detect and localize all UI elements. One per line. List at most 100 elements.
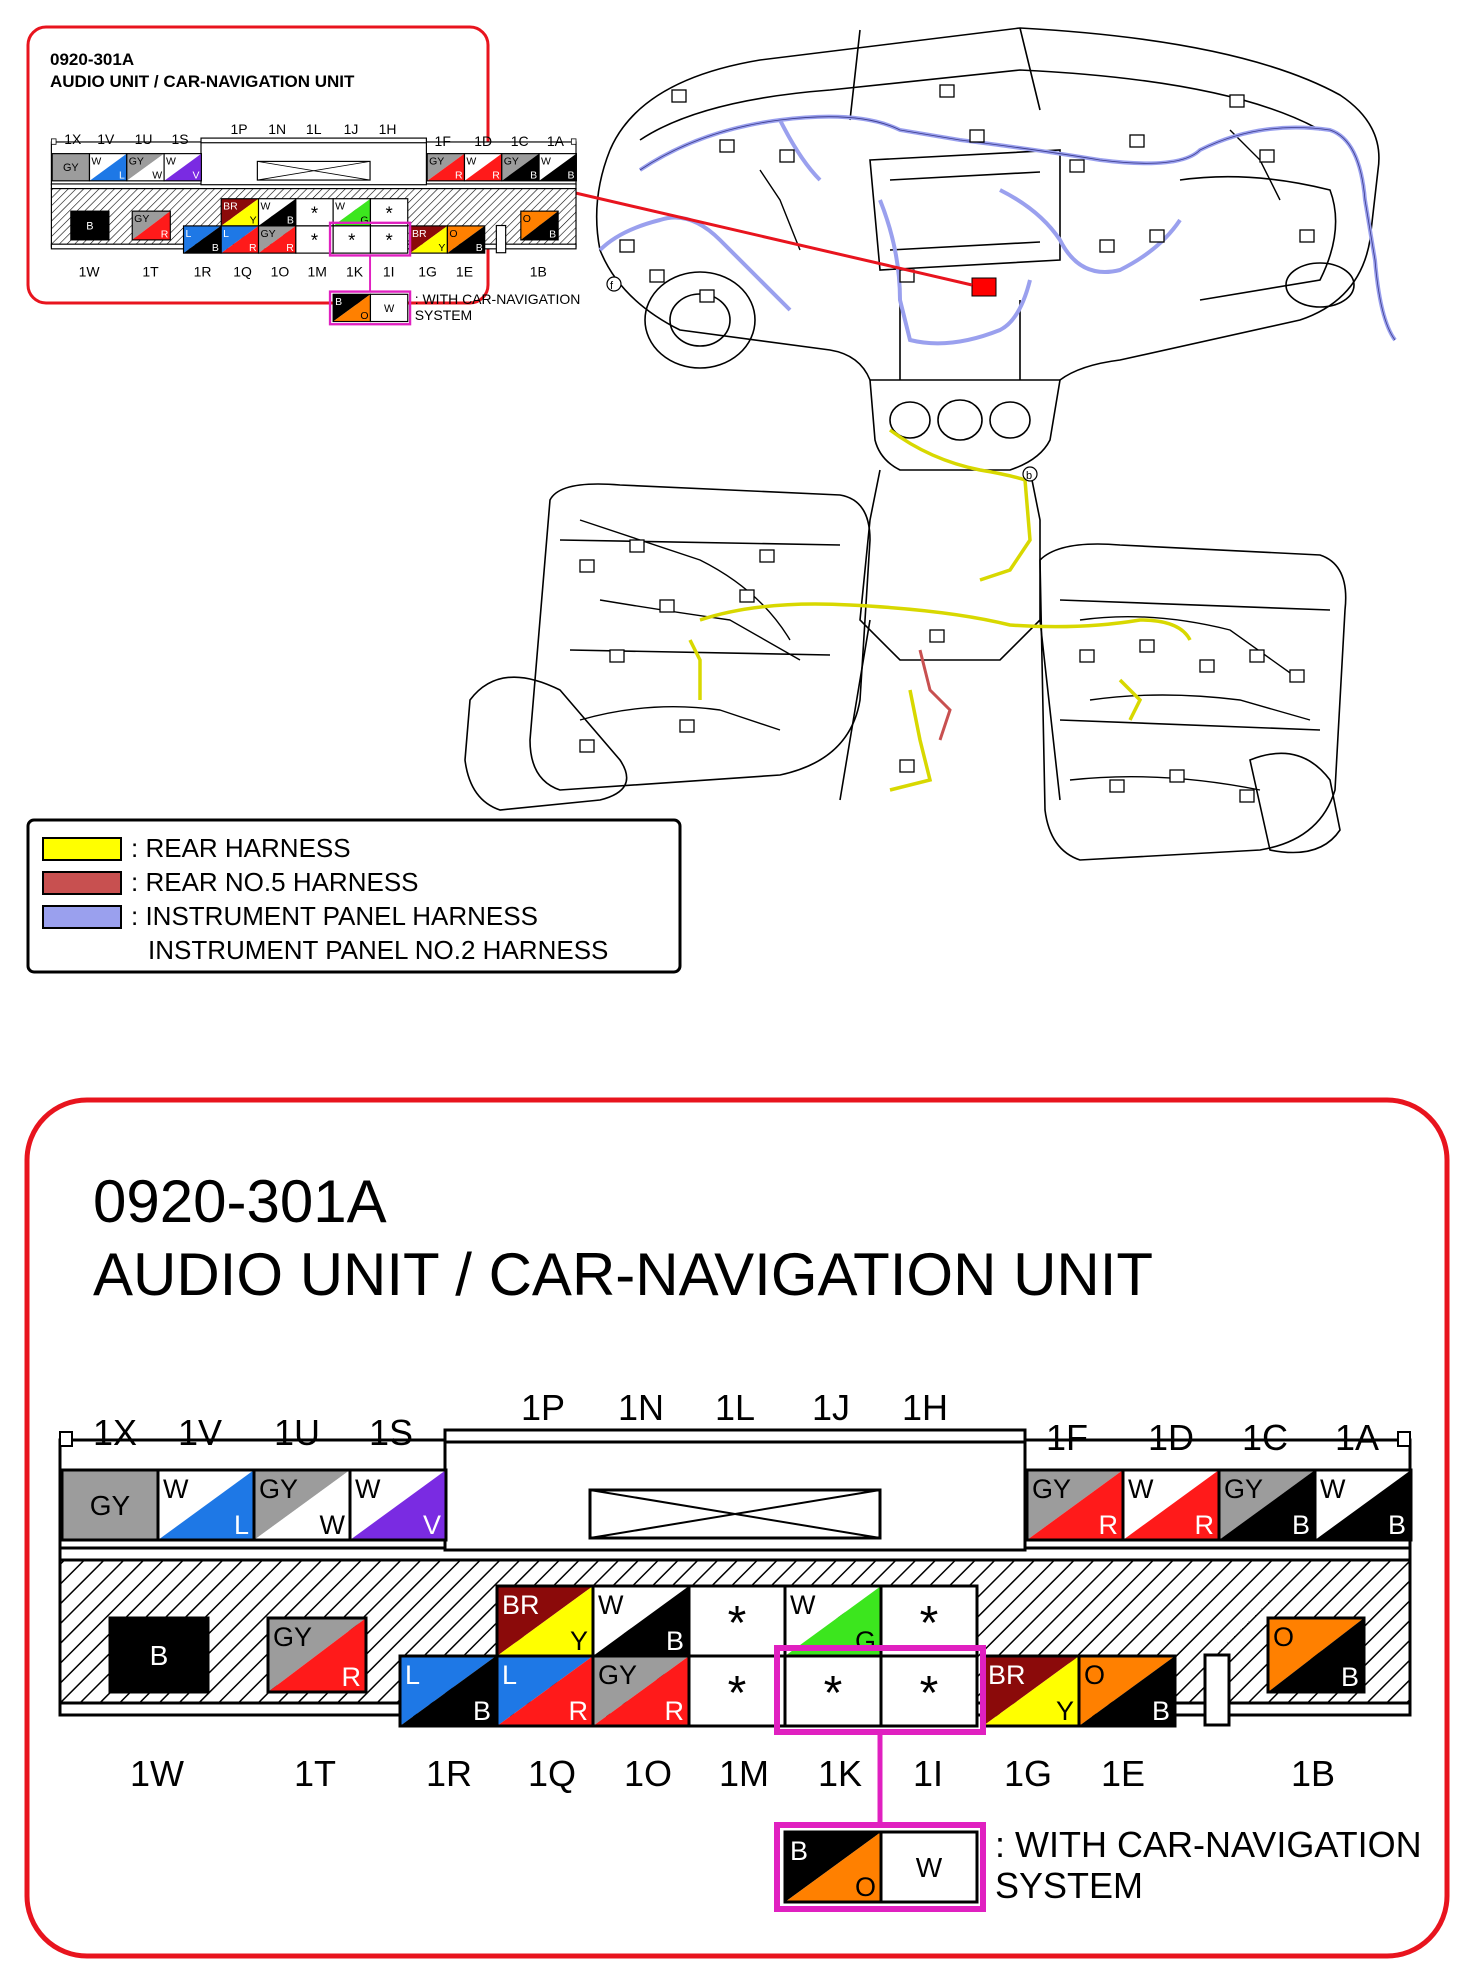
pin-1s: WV (163, 153, 202, 182)
legend-frame (26, 818, 682, 974)
pin-1r-color1: L (185, 229, 191, 240)
pin-1g-color2: Y (1056, 1696, 1074, 1726)
pin-1t: GYR (266, 1616, 368, 1694)
pin-1t-color2: R (161, 230, 169, 241)
pin-1n-color2: B (666, 1626, 684, 1656)
rear-harness (688, 428, 1192, 792)
highlighted-audio-connector (971, 277, 997, 297)
pin-1i-mark: * (920, 1667, 939, 1720)
pin-1a: WB (538, 153, 577, 182)
pin-1r-color2: B (212, 243, 219, 254)
pin-1q-color1: L (502, 1660, 517, 1690)
marker-b: b (1026, 470, 1032, 482)
pin-1u-color1: GY (129, 157, 144, 168)
pin-1j-color1: W (335, 202, 345, 213)
pin-1v: WL (88, 153, 128, 182)
pin-label-1j: 1J (812, 1387, 850, 1428)
nav-note-line1: : WITH CAR-NAVIGATION (995, 1824, 1422, 1865)
pin-label-1b: 1B (530, 263, 547, 279)
pin-1w-color: B (150, 1640, 169, 1671)
pin-label-1i: 1I (383, 263, 395, 279)
pin-1x: GY (51, 153, 91, 182)
pin-1s-color1: W (355, 1474, 381, 1504)
pin-1f: GYR (1025, 1468, 1125, 1542)
pin-1l-mark: * (728, 1597, 747, 1650)
pin-label-1v: 1V (97, 131, 115, 147)
pin-1o-color1: GY (260, 229, 275, 240)
pin-1c-color1: GY (504, 157, 519, 168)
pin-1c: GYB (501, 153, 540, 182)
pin-1r: LB (182, 225, 222, 254)
pin-label-1d: 1D (474, 133, 492, 149)
pin-1r-color2: B (473, 1696, 491, 1726)
pin-label-1x: 1X (64, 131, 82, 147)
nav-note-line1: : WITH CAR-NAVIGATION (415, 291, 581, 307)
rear-no5-harness (918, 649, 952, 741)
pin-nav-1i-color: W (384, 303, 395, 315)
pin-nav-1i: W (369, 293, 409, 323)
pin-1d: WR (1121, 1468, 1221, 1542)
pin-1w: B (108, 1616, 210, 1694)
pin-label-1e: 1E (456, 263, 473, 279)
pin-nav-1k-color1: B (335, 297, 342, 308)
marker-f: f (610, 280, 614, 292)
pin-1i-mark: * (385, 230, 392, 251)
pin-1d-color1: W (466, 157, 476, 168)
pin-1a-color1: W (541, 157, 551, 168)
pin-1m: * (295, 225, 334, 254)
pin-label-1f: 1F (435, 133, 451, 149)
pin-label-1a: 1A (547, 133, 565, 149)
pin-1k-mark: * (348, 230, 355, 251)
pin-1f-color2: R (455, 171, 463, 182)
pin-nav-1k: BO (332, 293, 372, 322)
pin-1b-color2: B (549, 230, 556, 241)
instrument-panel-harness (598, 114, 1397, 346)
pin-nav-1k: BO (783, 1830, 883, 1904)
instrument-panel-harness-outline (639, 116, 1396, 341)
legend-swatch-rear-no5 (42, 871, 122, 895)
pin-1t-color1: GY (273, 1622, 312, 1652)
pin-1m: * (687, 1654, 787, 1728)
pin-label-1h: 1H (379, 121, 397, 137)
legend-label-instrument-panel-no2: INSTRUMENT PANEL NO.2 HARNESS (148, 935, 608, 965)
pin-1o-color2: R (286, 243, 294, 254)
pin-label-1b: 1B (1291, 1753, 1335, 1794)
pin-1a-color2: B (567, 171, 574, 182)
pin-1p: BRY (495, 1584, 595, 1658)
dash-markers: f b (606, 276, 1038, 482)
legend-label-rear-no5: : REAR NO.5 HARNESS (131, 867, 419, 897)
pin-1m-mark: * (728, 1667, 747, 1720)
pin-1p: BRY (220, 198, 260, 227)
pin-1i: * (369, 225, 409, 254)
pin-label-1r: 1R (194, 263, 212, 279)
pin-label-1q: 1Q (233, 263, 252, 279)
pin-1n-color1: W (260, 202, 270, 213)
pin-label-1s: 1S (171, 131, 188, 147)
pin-1s-color1: W (166, 157, 176, 168)
pin-1d-color2: R (1195, 1510, 1215, 1540)
pin-1v-color1: W (91, 157, 101, 168)
pin-label-1v: 1V (178, 1412, 222, 1453)
pin-nav-1k-color1: B (790, 1836, 808, 1866)
pin-1u-color2: W (320, 1510, 346, 1540)
pin-1m-mark: * (311, 230, 318, 251)
pin-1s-color2: V (423, 1510, 441, 1540)
pin-1u-color2: W (152, 171, 162, 182)
pin-1n-color2: B (287, 216, 294, 227)
pin-label-1l: 1L (306, 121, 322, 137)
pin-1d-color1: W (1128, 1474, 1154, 1504)
legend-label-rear: : REAR HARNESS (131, 833, 351, 863)
pin-label-1x: 1X (93, 1412, 137, 1453)
pin-1l: * (295, 198, 334, 227)
nav-note-line2: SYSTEM (995, 1865, 1143, 1906)
dashboard-illustration (464, 27, 1380, 861)
pin-1b-color1: O (523, 214, 531, 225)
pin-label-1w: 1W (130, 1753, 184, 1794)
pin-label-1k: 1K (818, 1753, 862, 1794)
pin-label-1p: 1P (521, 1387, 565, 1428)
pin-label-1q: 1Q (528, 1753, 576, 1794)
pin-label-1n: 1N (618, 1387, 664, 1428)
pin-1e-color1: O (1084, 1660, 1105, 1690)
pin-1p-color1: BR (223, 202, 238, 213)
